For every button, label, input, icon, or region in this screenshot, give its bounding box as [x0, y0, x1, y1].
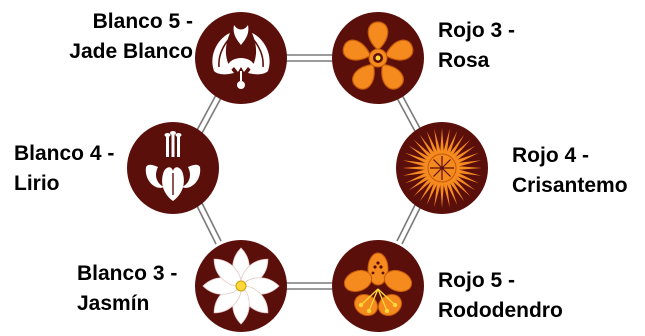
- lily-node: [126, 121, 220, 215]
- label-line-1: Blanco 5 -: [92, 10, 193, 33]
- label-line-2: Lirio: [14, 172, 60, 195]
- chrysanthemum-node: [395, 121, 489, 215]
- label-blanco-5: Blanco 5 - Jade Blanco: [69, 7, 193, 67]
- label-line-2: Jade Blanco: [69, 40, 193, 63]
- label-line-2: Jasmín: [77, 292, 150, 315]
- label-rojo-5: Rojo 5 - Rododendro: [438, 266, 563, 326]
- jasmine-icon: [195, 240, 287, 332]
- label-blanco-4: Blanco 4 - Lirio: [14, 139, 114, 199]
- label-blanco-3: Blanco 3 - Jasmín: [77, 259, 177, 319]
- label-line-2: Rododendro: [438, 299, 563, 322]
- jade-flower-icon: [195, 12, 287, 104]
- jade-flower-node: [194, 11, 288, 105]
- label-line-1: Blanco 3 -: [77, 262, 178, 285]
- rhododendron-icon: [332, 240, 424, 332]
- label-line-2: Crisantemo: [512, 174, 628, 197]
- label-line-1: Blanco 4 -: [14, 142, 115, 165]
- label-line-1: Rojo 5 -: [438, 269, 515, 292]
- rose-icon: [332, 12, 424, 104]
- lily-icon: [127, 122, 219, 214]
- label-rojo-3: Rojo 3 - Rosa: [438, 16, 515, 76]
- rose-node: [331, 11, 425, 105]
- rhododendron-node: [331, 239, 425, 333]
- jasmine-node: [194, 239, 288, 333]
- chrysanthemum-icon: [396, 122, 488, 214]
- label-line-1: Rojo 3 -: [438, 19, 515, 42]
- label-line-1: Rojo 4 -: [512, 144, 589, 167]
- label-rojo-4: Rojo 4 - Crisantemo: [512, 141, 628, 201]
- label-line-2: Rosa: [438, 49, 490, 72]
